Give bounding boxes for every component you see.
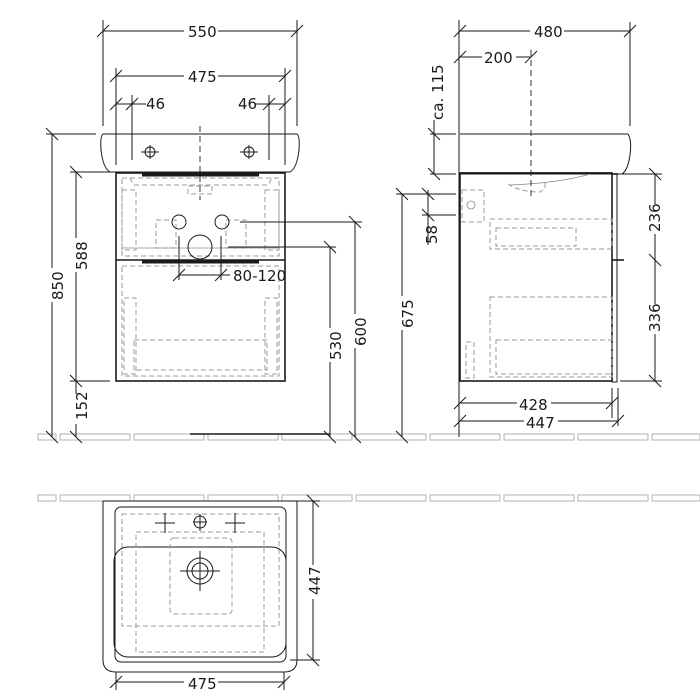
dim-46-left xyxy=(109,95,146,160)
dim-label-46-right: 46 xyxy=(238,95,257,113)
top-view: 447 475 xyxy=(102,494,324,693)
dim-label-550: 550 xyxy=(188,23,217,41)
dim-label-447-top: 447 xyxy=(306,566,324,595)
dim-label-ca-115: ca. 115 xyxy=(429,64,447,120)
dim-label-152: 152 xyxy=(73,391,91,420)
tap-hole-right-icon xyxy=(240,145,258,159)
dim-label-236: 236 xyxy=(646,203,664,232)
dim-label-850: 850 xyxy=(49,271,67,300)
dim-600 xyxy=(240,215,362,444)
dim-label-475-top: 475 xyxy=(188,675,217,693)
dim-label-336: 336 xyxy=(646,303,664,332)
dim-80-120 xyxy=(172,236,230,282)
cross-left-icon xyxy=(155,513,175,533)
dim-label-475-front: 475 xyxy=(188,68,217,86)
dim-label-480: 480 xyxy=(534,23,563,41)
dim-label-46-left: 46 xyxy=(146,95,165,113)
dim-label-675: 675 xyxy=(399,299,417,328)
dim-label-200: 200 xyxy=(484,49,513,67)
dim-label-588: 588 xyxy=(73,241,91,270)
dim-236-336 xyxy=(620,167,662,388)
dim-label-58: 58 xyxy=(423,225,441,244)
dim-label-80-120: 80-120 xyxy=(233,267,286,285)
cross-right-icon xyxy=(225,513,245,533)
dim-label-530: 530 xyxy=(327,331,345,360)
dim-46-right xyxy=(255,95,292,160)
side-view: 480 200 ca. 115 58 xyxy=(421,20,664,437)
dim-label-600: 600 xyxy=(352,317,370,346)
tap-hole-top-icon xyxy=(193,514,207,531)
floor-tiles-upper xyxy=(37,433,700,441)
tap-hole-left-icon xyxy=(141,145,159,159)
dim-ca-115 xyxy=(427,120,456,181)
dim-58 xyxy=(421,187,456,245)
dim-label-447-side: 447 xyxy=(526,414,555,432)
wall-tiles-top-view xyxy=(37,494,700,502)
dim-label-428: 428 xyxy=(519,396,548,414)
front-view: 550 475 46 46 xyxy=(44,20,452,444)
drain-icon xyxy=(180,551,220,591)
dim-588 xyxy=(69,165,112,388)
